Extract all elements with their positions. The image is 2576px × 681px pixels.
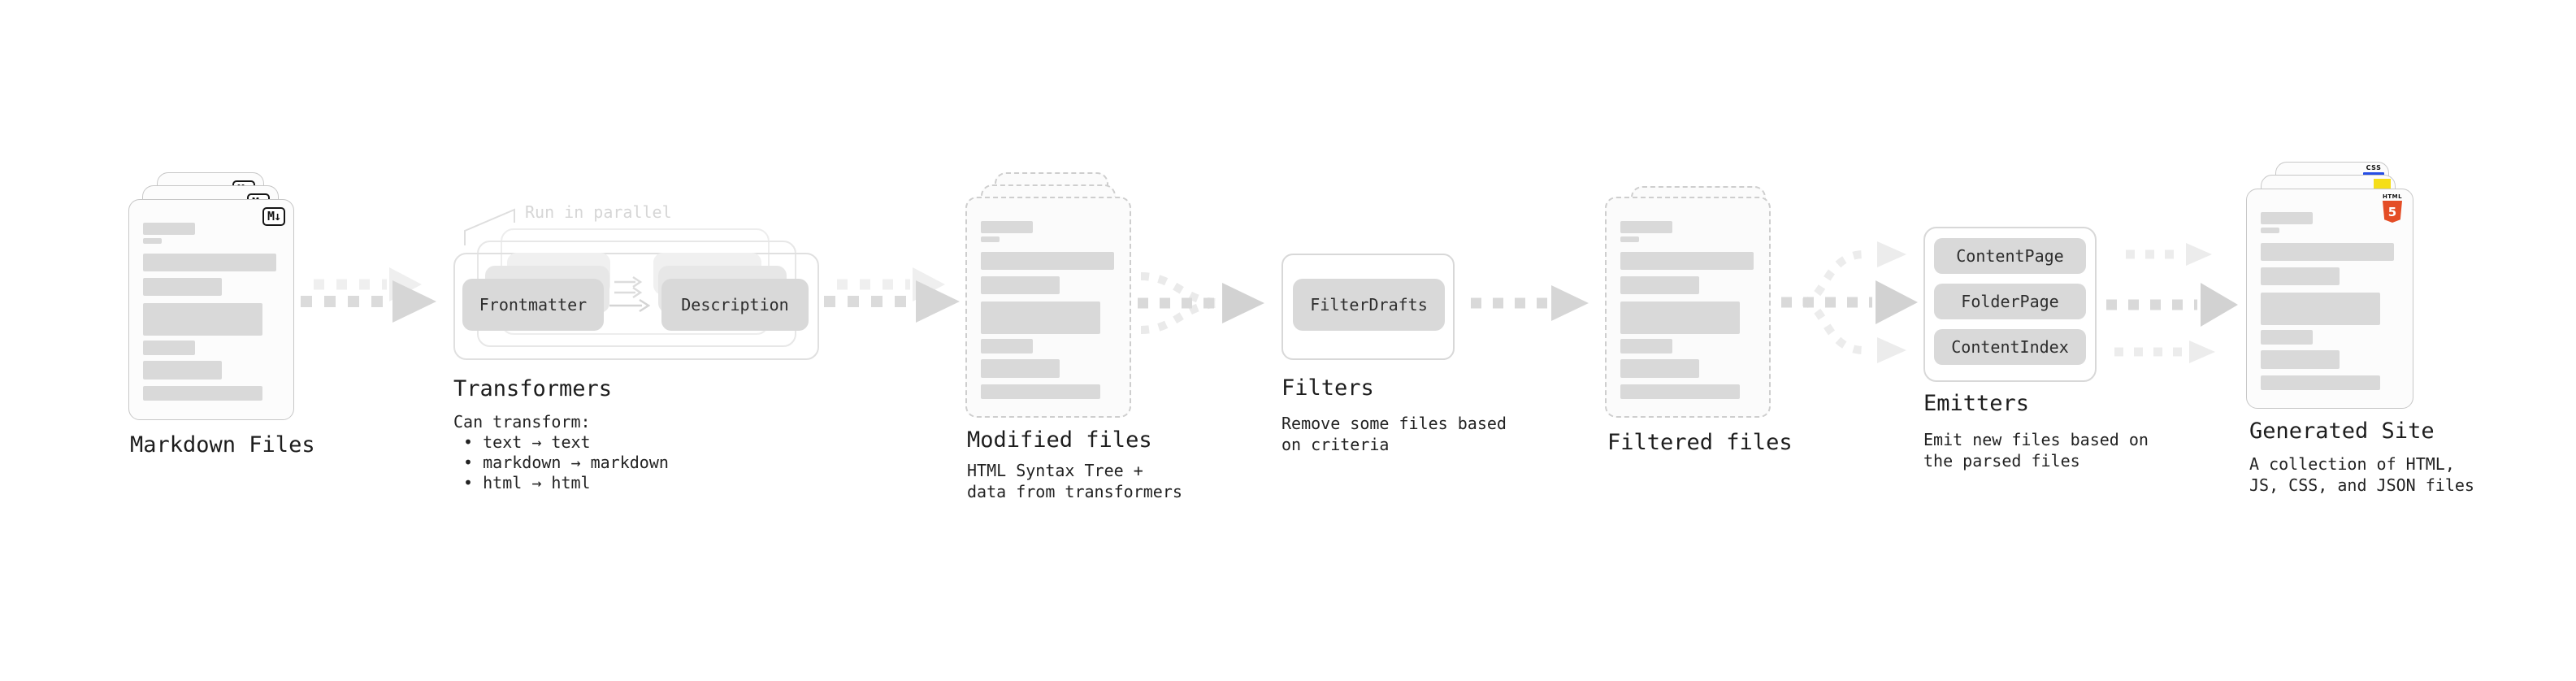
arrow-filters-to-filtered <box>1471 285 1589 321</box>
doc-line <box>2261 293 2380 325</box>
contentpage-pill: ContentPage <box>1934 238 2086 274</box>
doc-line <box>2261 243 2394 261</box>
markdown-file-card-front: M↓ <box>128 199 294 420</box>
doc-line <box>143 278 222 296</box>
stage-title-markdown-files: Markdown Files <box>130 432 315 458</box>
doc-line <box>143 238 162 244</box>
html5-icon: HTML 5 <box>2382 193 2403 223</box>
doc-line <box>2261 228 2279 233</box>
contentindex-pill: ContentIndex <box>1934 329 2086 365</box>
doc-line <box>1620 236 1639 242</box>
stage-title-filtered-files: Filtered files <box>1607 430 1793 455</box>
doc-line <box>981 236 1000 242</box>
doc-line <box>981 339 1033 354</box>
generated-site-notes: A collection of HTML, JS, CSS, and JSON … <box>2249 454 2474 495</box>
doc-line <box>981 276 1060 294</box>
doc-line <box>2261 330 2313 345</box>
transformer-box-front <box>453 253 819 360</box>
doc-line <box>981 359 1060 378</box>
doc-line <box>981 384 1100 399</box>
modified-file-card-front <box>965 197 1131 418</box>
doc-line <box>981 301 1100 334</box>
arrow-modified-to-filters <box>1138 272 1264 334</box>
transform-arrows <box>609 275 651 313</box>
doc-line <box>1620 276 1699 294</box>
arrow-emitters-to-site <box>2106 243 2238 363</box>
doc-content-lines <box>2261 212 2394 390</box>
stage-title-modified-files: Modified files <box>967 427 1152 453</box>
doc-line <box>143 340 195 355</box>
filtered-file-card-front <box>1605 197 1771 418</box>
filters-notes: Remove some files based on criteria <box>1281 414 1507 454</box>
doc-line <box>2261 212 2313 224</box>
run-in-parallel-annotation: Run in parallel <box>525 202 672 222</box>
arrow-filtered-to-emitters <box>1781 241 1918 363</box>
frontmatter-pill: Frontmatter <box>462 279 604 331</box>
doc-line <box>1620 301 1740 334</box>
doc-content-lines <box>1620 221 1754 399</box>
arrow-markdown-to-transformers <box>301 267 436 323</box>
doc-line <box>143 254 276 271</box>
stage-title-emitters: Emitters <box>1923 391 2030 416</box>
markdown-icon: M↓ <box>262 207 285 226</box>
doc-line <box>981 221 1033 233</box>
filterdrafts-pill: FilterDrafts <box>1293 279 1445 331</box>
doc-line <box>1620 252 1754 270</box>
emitters-notes: Emit new files based on the parsed files <box>1923 430 2149 471</box>
html-file-card: HTML 5 <box>2246 189 2413 409</box>
modified-files-notes: HTML Syntax Tree + data from transformer… <box>967 461 1182 501</box>
doc-line <box>2261 375 2380 390</box>
js-icon <box>2374 179 2391 189</box>
doc-line <box>1620 384 1740 399</box>
folderpage-pill: FolderPage <box>1934 284 2086 319</box>
doc-content-lines <box>143 223 276 401</box>
doc-line <box>2261 267 2340 285</box>
stage-title-transformers: Transformers <box>453 376 613 401</box>
arrow-transformers-to-modified <box>824 267 960 323</box>
doc-line <box>143 386 262 401</box>
doc-line <box>143 303 262 336</box>
run-in-parallel-callout-line <box>464 208 515 245</box>
doc-line <box>1620 221 1672 233</box>
doc-line <box>2261 350 2340 369</box>
doc-line <box>981 252 1114 270</box>
doc-line <box>143 223 195 235</box>
description-pill: Description <box>661 279 809 331</box>
transformers-notes: Can transform: • text → text • markdown … <box>453 412 669 492</box>
doc-line <box>1620 339 1672 354</box>
stage-title-filters: Filters <box>1281 375 1374 401</box>
doc-content-lines <box>981 221 1114 399</box>
doc-line <box>1620 359 1699 378</box>
doc-line <box>143 361 222 380</box>
stage-title-generated-site: Generated Site <box>2249 419 2435 444</box>
css-icon: CSS <box>2363 165 2384 176</box>
